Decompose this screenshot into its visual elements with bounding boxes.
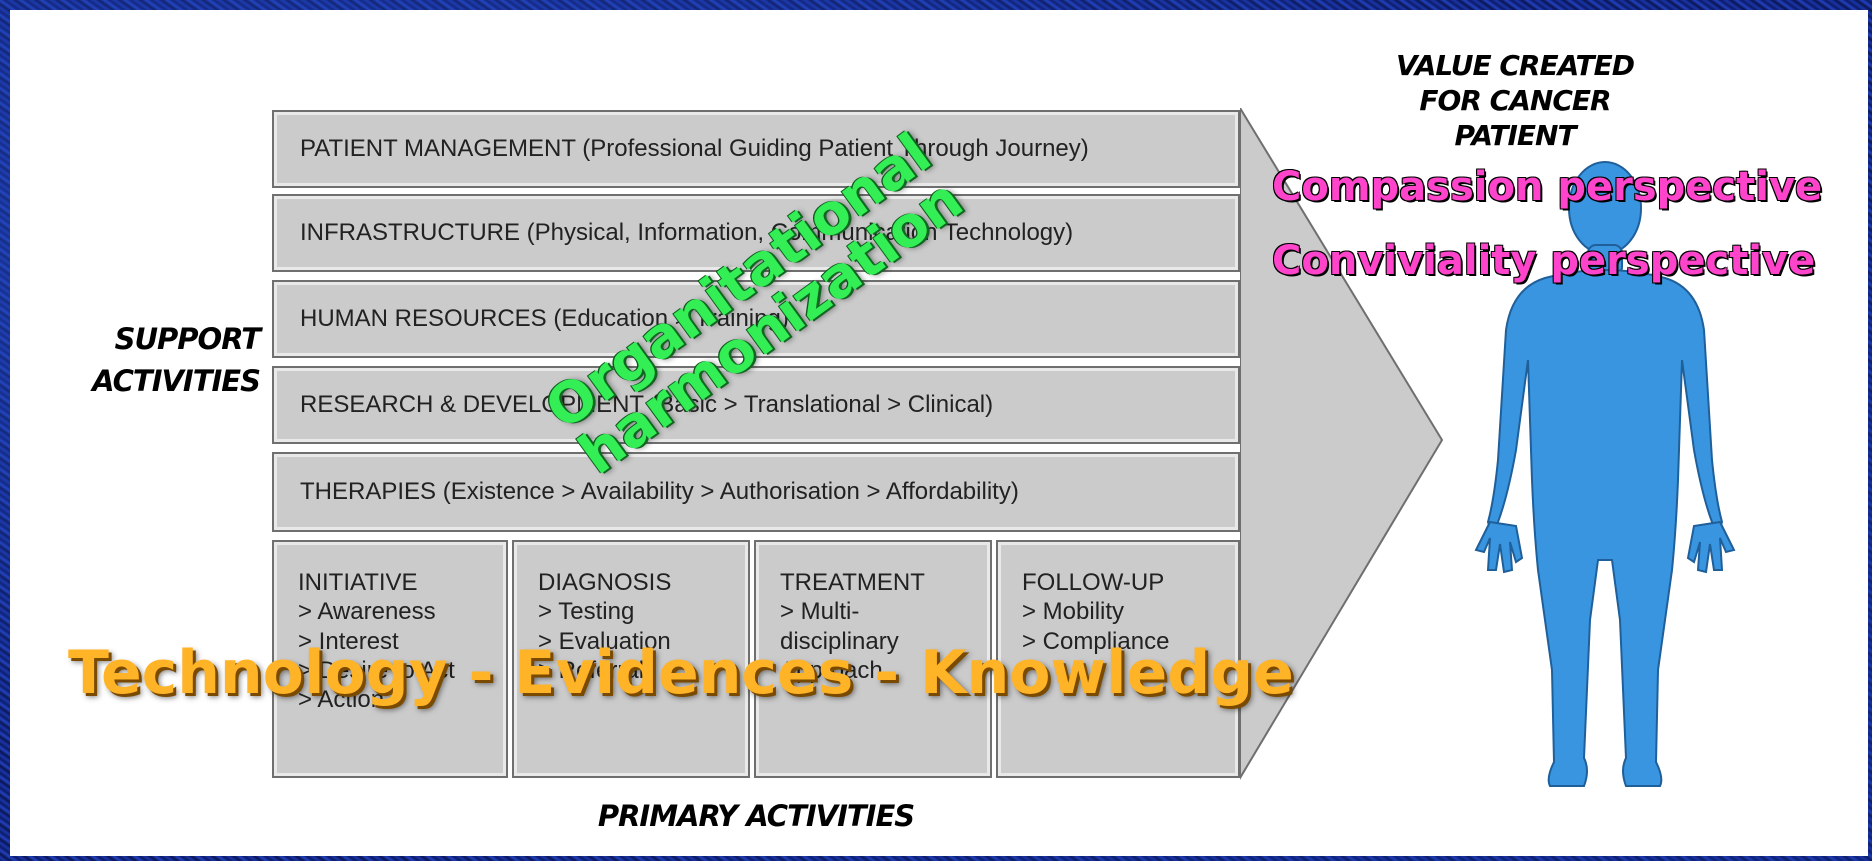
primary-cell-item: > Testing bbox=[538, 598, 635, 626]
overlay-conviviality-perspective: Conviviality perspective bbox=[1272, 238, 1816, 284]
slide: VALUE CREATED FOR CANCER PATIENT SUPPORT… bbox=[10, 10, 1868, 856]
support-row-therapies: THERAPIES (Existence > Availability > Au… bbox=[272, 452, 1240, 532]
primary-cell-diagnosis: DIAGNOSIS > Testing > Evaluation > Refer… bbox=[512, 540, 750, 778]
primary-cell-item: > Referral bbox=[538, 656, 645, 684]
value-chain-arrow bbox=[1240, 108, 1444, 780]
support-row-human-resources: HUMAN RESOURCES (Education > Training) bbox=[272, 280, 1240, 358]
value-header-line-1: VALUE CREATED bbox=[1395, 49, 1635, 82]
primary-cell-treatment: TREATMENT > Multi- disciplinary Approach bbox=[754, 540, 992, 778]
primary-cell-item: disciplinary bbox=[780, 627, 899, 655]
primary-cell-initiative: INITIATIVE > Awareness > Interest > Desi… bbox=[272, 540, 508, 778]
support-label-line-2: ACTIVITIES bbox=[92, 364, 261, 399]
primary-cell-item: > Action bbox=[298, 686, 385, 714]
support-row-research-development: RESEARCH & DEVELOPMENT (Basic > Translat… bbox=[272, 366, 1240, 444]
primary-activities-label: PRIMARY ACTIVITIES bbox=[597, 799, 915, 833]
human-figure-icon bbox=[1474, 161, 1736, 787]
primary-cell-title: FOLLOW-UP bbox=[1022, 569, 1165, 596]
primary-cell-follow-up: FOLLOW-UP > Mobility > Compliance bbox=[996, 540, 1240, 778]
primary-cell-item: > Compliance bbox=[1022, 627, 1170, 655]
primary-cell-title: DIAGNOSIS bbox=[538, 569, 672, 596]
primary-cell-item: Approach bbox=[780, 656, 883, 684]
overlay-technology-evidences-knowledge: Technology - Evidences - Knowledge bbox=[68, 638, 1294, 708]
primary-cell-item: > Awareness bbox=[298, 598, 436, 626]
primary-cell-item: > Mobility bbox=[1022, 598, 1125, 626]
primary-cell-item: > Interest bbox=[298, 627, 399, 655]
primary-cell-title: TREATMENT bbox=[780, 569, 925, 596]
support-row-infrastructure: INFRASTRUCTURE (Physical, Information, C… bbox=[272, 194, 1240, 272]
support-label-line-1: SUPPORT bbox=[114, 322, 261, 356]
support-row-patient-management: PATIENT MANAGEMENT (Professional Guiding… bbox=[272, 110, 1240, 188]
primary-cell-item: > Multi- bbox=[780, 598, 860, 626]
value-header-line-2: FOR CANCER PATIENT bbox=[1419, 84, 1611, 152]
primary-cell-item: > Evaluation bbox=[538, 627, 671, 655]
primary-cell-item: > Desire to Act bbox=[298, 656, 455, 684]
overlay-compassion-perspective: Compassion perspective bbox=[1272, 164, 1823, 210]
primary-cell-title: INITIATIVE bbox=[298, 569, 418, 596]
